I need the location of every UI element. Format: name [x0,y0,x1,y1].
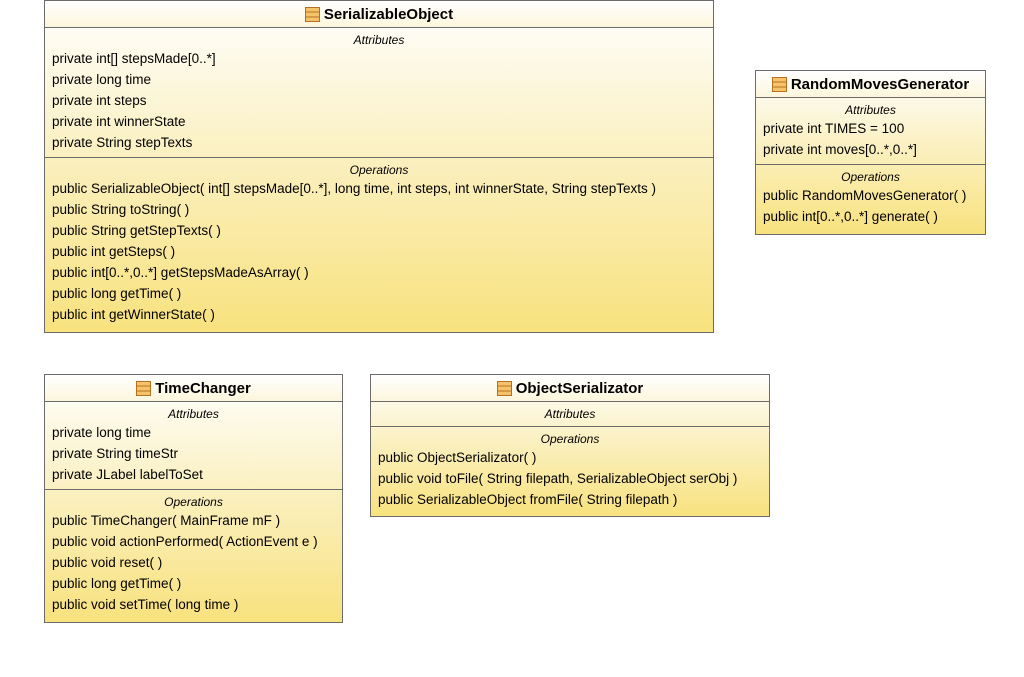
class-icon [496,380,512,396]
class-random-moves-generator[interactable]: RandomMovesGenerator Attributes private … [755,70,986,235]
attributes-title: Attributes [353,33,405,47]
class-serializable-object[interactable]: SerializableObject Attributes private in… [44,0,714,333]
operations-compartment: Operations public ObjectSerializator( ) … [371,426,769,514]
attribute: private int TIMES = 100 [763,121,905,136]
attribute: private String stepTexts [52,135,193,150]
operation: public ObjectSerializator( ) [378,450,537,465]
attribute: private long time [52,425,152,440]
operation: public TimeChanger( MainFrame mF ) [52,513,281,528]
operation: public void actionPerformed( ActionEvent… [52,534,318,549]
operation: public RandomMovesGenerator( ) [763,188,967,203]
operations-title: Operations [164,495,223,509]
attributes-title: Attributes [845,103,896,117]
operation: public int[0..*,0..*] generate( ) [763,209,938,224]
attributes-compartment: Attributes private long time private Str… [45,402,342,489]
operations-compartment: Operations public RandomMovesGenerator( … [756,164,985,231]
class-time-changer[interactable]: TimeChanger Attributes private long time… [44,374,343,623]
attributes-compartment: Attributes private int TIMES = 100 priva… [756,98,985,164]
operation: public SerializableObject( int[] stepsMa… [52,181,657,196]
operation: public void reset( ) [52,555,163,570]
operation: public void setTime( long time ) [52,597,239,612]
class-name: RandomMovesGenerator [790,75,970,93]
operation: public int[0..*,0..*] getStepsMadeAsArra… [52,265,309,280]
class-icon [771,76,787,92]
class-header: TimeChanger [45,375,342,402]
operation: public int getWinnerState( ) [52,307,215,322]
class-icon [136,380,152,396]
operations-compartment: Operations public SerializableObject( in… [45,157,713,329]
class-name: SerializableObject [323,5,454,23]
operations-title: Operations [349,163,409,177]
attribute: private JLabel labelToSet [52,467,203,482]
attributes-compartment: Attributes private int[] stepsMade[0..*]… [45,28,713,157]
class-name: ObjectSerializator [515,379,644,397]
attributes-title: Attributes [168,407,219,421]
attribute: private int moves[0..*,0..*] [763,142,917,157]
attribute: private String timeStr [52,446,179,461]
operations-title: Operations [540,432,600,446]
class-name: TimeChanger [155,379,251,397]
operation: public String toString( ) [52,202,190,217]
operation: public SerializableObject fromFile( Stri… [378,492,678,507]
attribute: private long time [52,72,152,87]
class-header: RandomMovesGenerator [756,71,985,98]
class-object-serializator[interactable]: ObjectSerializator Attributes Operations… [370,374,770,517]
operations-compartment: Operations public TimeChanger( MainFrame… [45,489,342,619]
operation: public int getSteps( ) [52,244,176,259]
class-header: ObjectSerializator [371,375,769,402]
attributes-title: Attributes [544,407,596,421]
class-header: SerializableObject [45,1,713,28]
operation: public void toFile( String filepath, Ser… [378,471,738,486]
class-icon [304,6,320,22]
attributes-compartment: Attributes [371,402,769,426]
operation: public long getTime( ) [52,286,182,301]
operation: public String getStepTexts( ) [52,223,221,238]
attribute: private int steps [52,93,147,108]
attribute: private int winnerState [52,114,186,129]
operations-title: Operations [841,170,900,184]
attribute: private int[] stepsMade[0..*] [52,51,216,66]
operation: public long getTime( ) [52,576,182,591]
